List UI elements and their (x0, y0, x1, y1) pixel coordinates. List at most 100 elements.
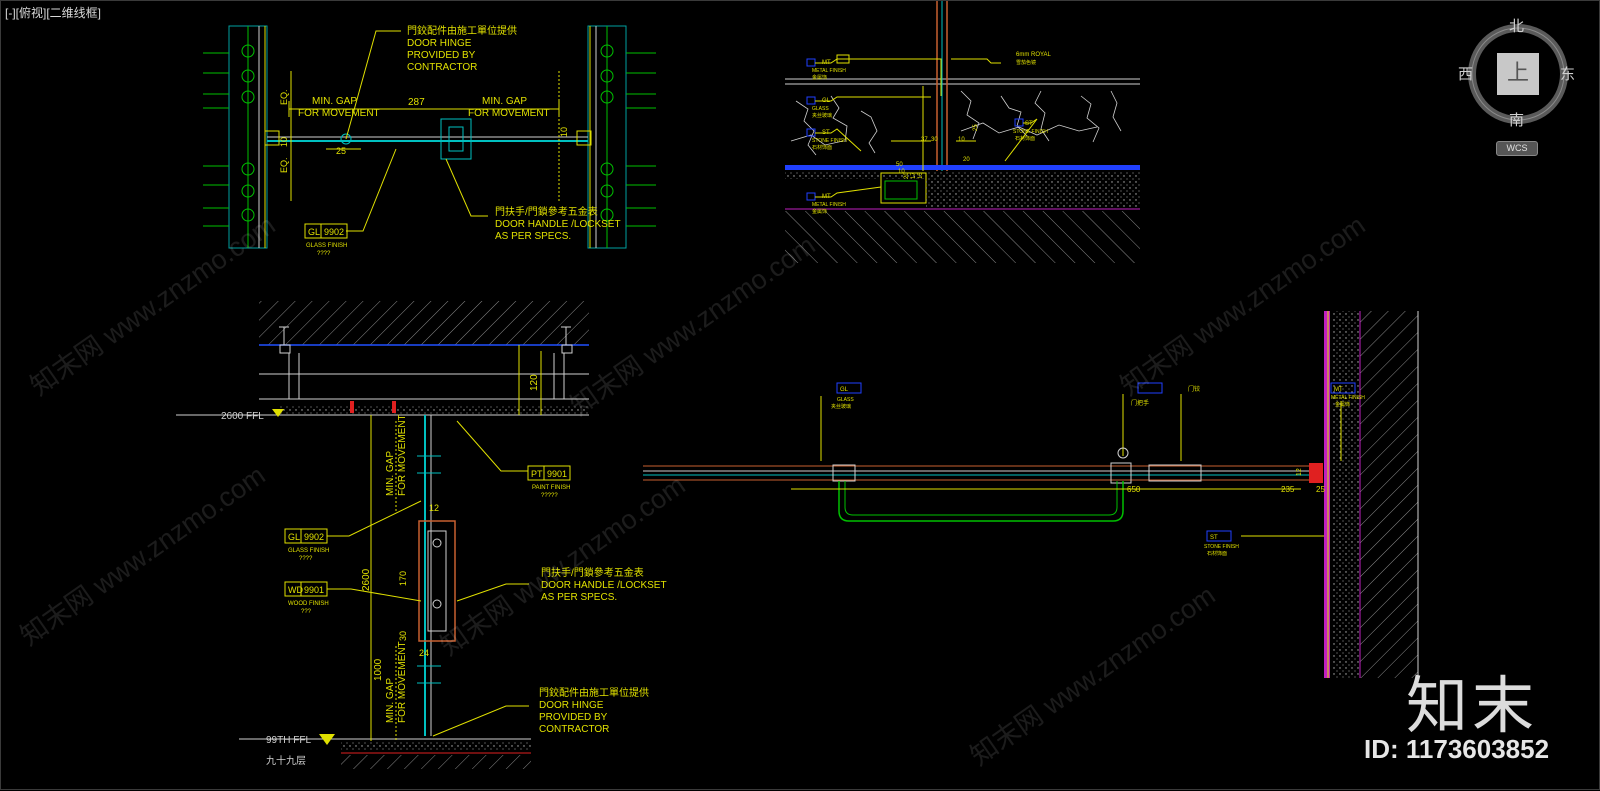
pull-dim-650: 650 (1127, 485, 1141, 494)
threshold-dim-25: 25 (973, 124, 979, 131)
section-tag-wd-sub2: ??? (301, 609, 312, 615)
pull-tag-handle-sub: 门把手 (1131, 399, 1149, 407)
threshold-tag-mt-cn: 金属饰 (812, 74, 827, 81)
threshold-tag-mt2-sub: METAL FINISH (812, 202, 846, 208)
threshold-dim-10b: 10 (898, 169, 905, 175)
viewcube-east[interactable]: 东 (1560, 65, 1576, 83)
section-tag-gl-num: 9902 (304, 532, 324, 542)
viewcube[interactable]: 北 南 西 东 上 WCS (1458, 17, 1576, 157)
threshold-dim-50: 50 (896, 162, 903, 168)
section-gap-bottom-1: MIN. GAP (385, 678, 396, 723)
plan-hinge-note-cn: 門鉸配件由施工單位提供 (407, 24, 517, 37)
section-hinge-note-3: CONTRACTOR (539, 724, 609, 735)
section-tag-wd-sub: WOOD FINISH (288, 601, 329, 607)
section-dim-1000: 1000 (373, 658, 384, 681)
viewcube-top-face[interactable]: 上 (1497, 53, 1539, 95)
pull-dim-12: 12 (1296, 468, 1303, 476)
plan-tag-gl-sub: GLASS FINISH (306, 243, 347, 249)
plan-detail: 門鉸配件由施工單位提供 DOOR HINGE PROVIDED BY CONTR… (203, 24, 656, 257)
viewcube-south[interactable]: 南 (1509, 111, 1525, 129)
threshold-tag-gl-sub: GLASS (812, 106, 829, 112)
viewport-controls-label[interactable]: [-][俯视][二维线框] (5, 6, 102, 20)
threshold-tag-mt-sub: METAL FINISH (812, 68, 846, 74)
section-floor-cn: 九十九层 (266, 754, 306, 767)
plan-hinge-note-3: CONTRACTOR (407, 62, 477, 73)
plan-dim-287: 287 (408, 97, 425, 108)
threshold-tag-mt-code: MT (822, 60, 831, 66)
pull-tag-mt-code: MT (1334, 387, 1343, 393)
pull-tag-mt-sub: METAL FINISH (1331, 395, 1365, 401)
threshold-royal-note: 6mm ROYAL (1016, 52, 1052, 58)
section-hinge-note-1: DOOR HINGE (539, 700, 604, 711)
threshold-tag-st-sub: STONE FINISH (812, 138, 847, 144)
pull-tag-gl-cn: 夹丝玻璃 (831, 403, 851, 410)
section-tag-pt-sub2: ????? (541, 493, 558, 499)
section-hinge-note-cn: 門鉸配件由施工單位提供 (539, 686, 649, 699)
threshold-dim-20: 20 (963, 157, 970, 163)
plan-dim-10-right: 10 (559, 127, 569, 137)
threshold-dim-20b: 20 (904, 172, 910, 179)
plan-dim-10-left: 10 (279, 137, 289, 147)
threshold-st-right-code: ST (1025, 121, 1033, 127)
threshold-dim-30: 30 (931, 137, 938, 143)
threshold-st-right-cn: 石材饰面 (1015, 135, 1035, 142)
section-ffl-2600: 2600 FFL (221, 411, 264, 422)
brand-logo: 知末 (1406, 669, 1539, 742)
pull-dim-25: 25 (1316, 485, 1325, 494)
plan-gap-right-2: FOR MOVEMENT (468, 108, 550, 119)
threshold-royal-cn: 雪茄色镜 (1016, 59, 1036, 66)
pull-handle-detail: 650 235 25 12 GL GLASS 夹丝玻璃 门把手 门铰 MT ME… (643, 311, 1419, 678)
pull-tag-st-sub: STONE FINISH (1204, 544, 1239, 550)
section-gap-bottom-2: FOR MOVEMENT (397, 641, 408, 723)
plan-tag-gl-sub2: ???? (317, 251, 331, 257)
section-gap-top-1: MIN. GAP (385, 451, 396, 496)
pull-tag-mt-cn: 金属饰 (1335, 401, 1350, 408)
section-tag-pt-code: PT (531, 469, 543, 479)
threshold-tag-st-code: ST (822, 130, 830, 136)
section-tag-wd-code: WD (288, 585, 303, 595)
section-tag-gl-code: GL (288, 532, 300, 542)
plan-dim-eq-top: EQ. (279, 89, 289, 105)
plan-gap-right-1: MIN. GAP (482, 96, 527, 107)
section-tag-wd-num: 9901 (304, 585, 324, 595)
threshold-tag-gl-cn: 夹丝玻璃 (812, 112, 832, 119)
pull-tag-gl-sub: GLASS (837, 397, 854, 403)
threshold-tag-gl-code: GL (822, 98, 831, 104)
section-dim-170: 170 (398, 571, 408, 586)
plan-dim-25: 25 (336, 146, 346, 156)
plan-handle-note-1: DOOR HANDLE /LOCKSET (495, 219, 621, 230)
threshold-st-right-sub: STONE FINISH (1013, 129, 1048, 135)
threshold-dim-37: 37 (921, 137, 928, 143)
threshold-tag-mt2-cn: 金属饰 (812, 208, 827, 215)
viewcube-ring[interactable] (1464, 17, 1574, 137)
pull-hinge-cn: 门铰 (1188, 385, 1200, 393)
pull-dim-235: 235 (1281, 485, 1295, 494)
plan-handle-note-cn: 門扶手/門鎖參考五金表 (495, 205, 598, 218)
section-handle-note-1: DOOR HANDLE /LOCKSET (541, 580, 667, 591)
viewcube-west[interactable]: 西 (1458, 65, 1474, 83)
section-dim-24: 24 (419, 648, 429, 658)
image-id-label: ID: 1173603852 (1364, 734, 1550, 764)
pull-tag-st-code: ST (1210, 535, 1218, 541)
section-dim-2600: 2600 (361, 568, 372, 591)
threshold-dim-17: 17 (911, 172, 917, 179)
threshold-tag-st-cn: 石材饰面 (812, 144, 832, 151)
plan-gap-left-1: MIN. GAP (312, 96, 357, 107)
section-dim-12: 12 (429, 503, 439, 513)
section-hinge-note-2: PROVIDED BY (539, 712, 608, 723)
threshold-dim-15: 15 (918, 172, 924, 179)
plan-hinge-note-1: DOOR HINGE (407, 38, 472, 49)
wcs-menu-button[interactable]: WCS (1496, 141, 1538, 156)
section-detail: 2600 FFL 99TH FFL 九十九层 120 2600 170 30 2… (176, 301, 667, 769)
plan-handle-note-2: AS PER SPECS. (495, 231, 571, 242)
plan-hinge-note-2: PROVIDED BY (407, 50, 476, 61)
viewcube-north[interactable]: 北 (1509, 17, 1525, 35)
threshold-detail: MT METAL FINISH 金属饰 GL GLASS 夹丝玻璃 ST STO… (785, 1, 1140, 263)
section-ffl-99: 99TH FFL (266, 735, 311, 746)
pull-tag-gl-code: GL (840, 387, 849, 393)
section-tag-gl-sub2: ???? (299, 556, 313, 562)
section-tag-pt-num: 9901 (547, 469, 567, 479)
plan-gap-left-2: FOR MOVEMENT (298, 108, 380, 119)
